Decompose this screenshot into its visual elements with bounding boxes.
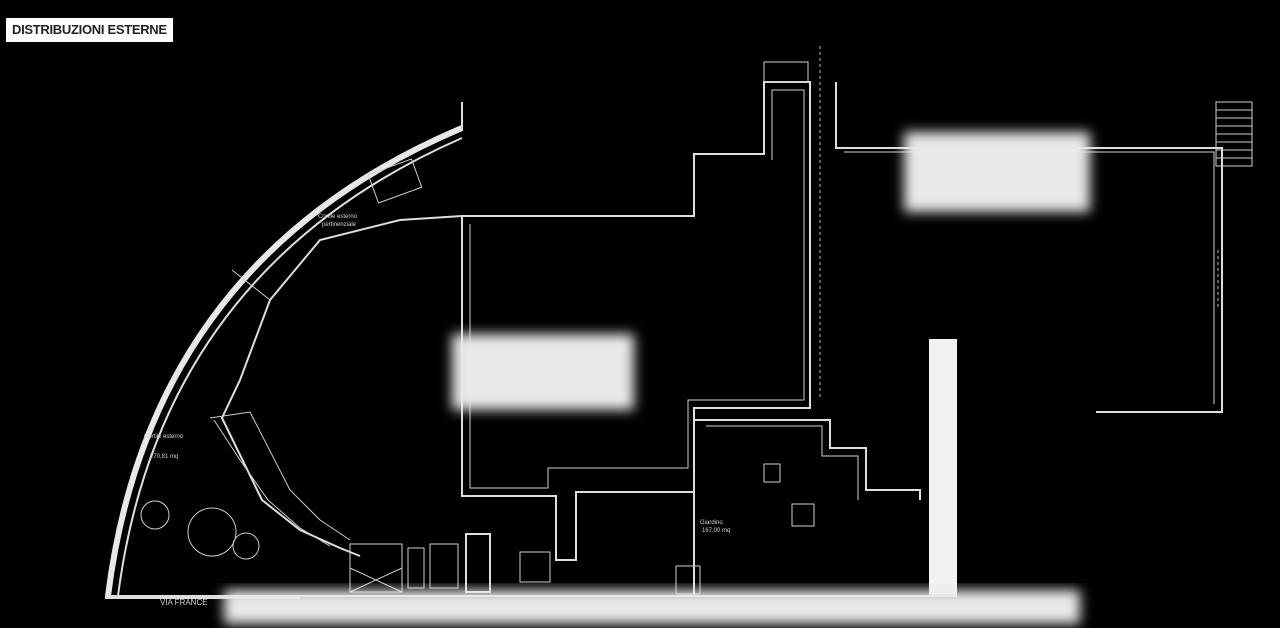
area-left-label: Cortile esterno [144,434,184,440]
drawing-title: DISTRIBUZIONI ESTERNE [6,18,173,42]
ramp-outline [209,411,351,541]
garden-label: Giardino [700,520,723,526]
curved-inner-wall [117,137,463,597]
blurred-region [452,334,634,410]
garden-inner [706,425,859,500]
area-top-value: pertinenziale [322,222,357,228]
garden-boundary [693,408,921,596]
area-top-label: Cortile esterno [318,214,358,220]
garden-value: 167,00 mq [702,528,730,534]
small-room [465,533,491,593]
tree-circle [232,532,260,560]
small-room [349,543,403,593]
area-left-value: 270,81 mq [150,454,178,460]
small-room [675,565,701,595]
small-room [519,551,551,583]
central-building-inner [469,89,805,489]
right-wing-wall [835,82,1223,413]
courtyard-boundary [220,215,463,557]
blurred-region [904,132,1090,212]
small-room [429,543,459,589]
small-room [407,547,425,589]
street-label: VIA FRANCE [160,598,208,607]
curved-perimeter-wall [105,125,464,597]
structure-top [367,158,423,204]
right-column [929,339,957,597]
tree-circle [140,500,170,530]
blurred-region [224,590,1080,624]
upper-room [763,61,809,83]
tree-circle [187,507,237,557]
fixture [763,463,781,483]
fixture [791,503,815,527]
path-segment [231,269,271,301]
courtyard-inner-path [213,419,331,547]
